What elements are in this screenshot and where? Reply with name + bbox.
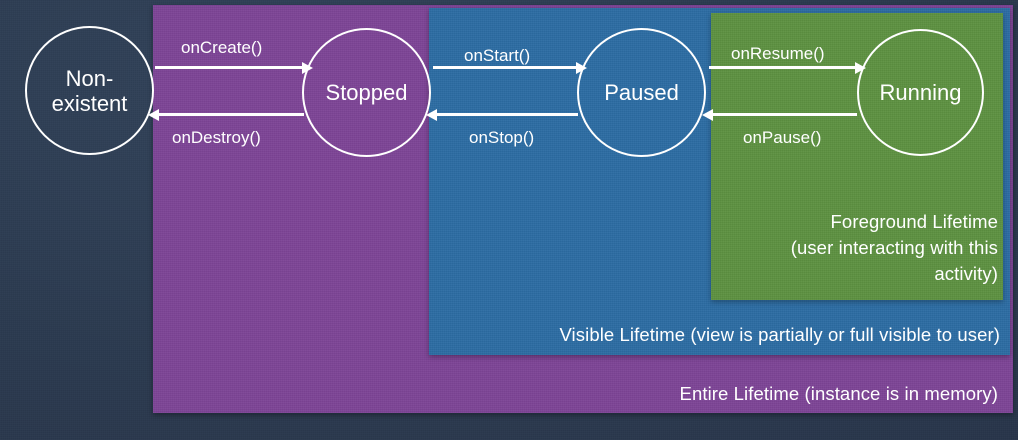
arrowhead-left-icon — [148, 108, 159, 121]
state-node-paused: Paused — [577, 28, 706, 157]
edge-label-oncreate: onCreate() — [181, 38, 263, 57]
edge-label-onstart: onStart() — [464, 46, 531, 65]
arrow-oncreate — [155, 61, 313, 74]
arrow-onpause — [702, 108, 857, 121]
arrowhead-left-icon — [426, 108, 437, 121]
arrowhead-left-icon — [702, 108, 713, 121]
edge-label-onresume: onResume() — [731, 44, 825, 63]
caption-foreground-lifetime: Foreground Lifetime (user interacting wi… — [790, 211, 998, 284]
arrow-onstart — [433, 61, 587, 74]
state-node-stopped: Stopped — [302, 28, 431, 157]
arrow-onstop — [426, 108, 578, 121]
caption-visible-lifetime: Visible Lifetime (view is partially or f… — [559, 324, 1000, 345]
arrow-ondestroy — [148, 108, 304, 121]
edge-label-onpause: onPause() — [743, 128, 822, 147]
arrow-onresume — [709, 61, 866, 74]
state-node-non-existent: Non- existent — [25, 26, 154, 155]
edge-label-onstop: onStop() — [469, 128, 535, 147]
state-node-running: Running — [857, 29, 984, 156]
arrowhead-right-icon — [855, 61, 866, 74]
edge-label-ondestroy: onDestroy() — [172, 128, 261, 147]
caption-entire-lifetime: Entire Lifetime (instance is in memory) — [679, 383, 998, 404]
